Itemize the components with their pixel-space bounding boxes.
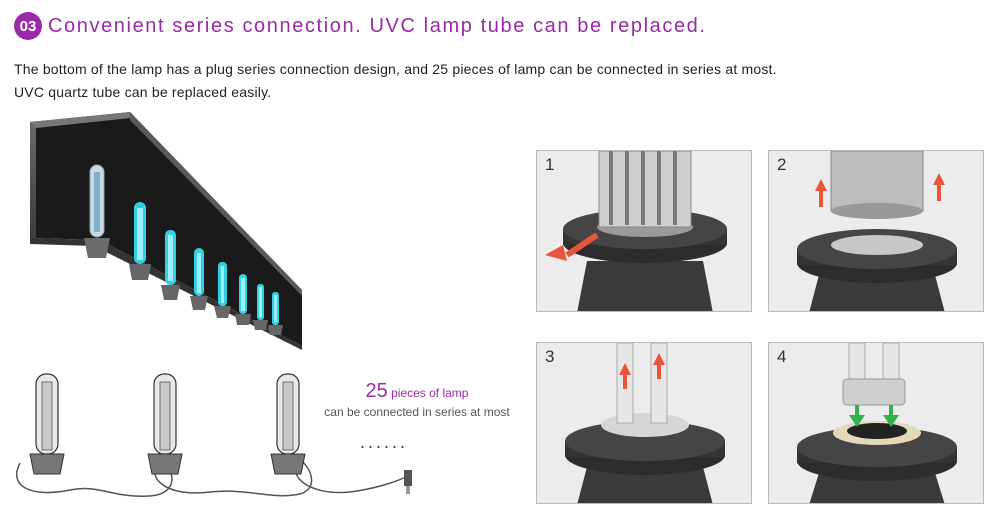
series-count-caption: can be connected in series at most (324, 405, 510, 419)
step-2-image (769, 151, 983, 311)
description-line-2: UVC quartz tube can be replaced easily. (14, 84, 272, 100)
lamp-8 (268, 292, 283, 335)
section-title: Convenient series connection. UVC lamp t… (48, 14, 707, 37)
lamp-3 (161, 230, 180, 300)
duct-rim (30, 112, 130, 128)
section-header: 03 Convenient series connection. UVC lam… (14, 12, 707, 40)
description-line-1: The bottom of the lamp has a plug series… (14, 61, 777, 77)
step-2-panel: 2 (768, 150, 984, 312)
arrow-up-icon (933, 173, 945, 185)
lamp-6 (235, 274, 251, 325)
step-4-number: 4 (777, 347, 787, 366)
chain-lamp-1 (29, 373, 65, 475)
step-3-number: 3 (545, 347, 555, 366)
section-number-badge: 03 (14, 12, 42, 40)
duct-top-edge (130, 112, 302, 296)
step-3-panel: 3 (536, 342, 752, 504)
arrow-up-icon (653, 353, 665, 365)
series-connection-illustration (16, 373, 412, 497)
duct-lamps-illustration (30, 112, 302, 350)
step-1-image (537, 151, 751, 311)
lamp-2 (129, 202, 151, 280)
lamp-7 (253, 284, 268, 330)
step-4-image (769, 343, 983, 503)
continuation-dots: ...... (360, 432, 409, 452)
chain-lamp-3 (270, 373, 306, 475)
arrow-down-icon (883, 415, 899, 427)
arrow-up-icon (619, 363, 631, 375)
step-2-number: 2 (777, 155, 787, 174)
lamp-1 (84, 164, 110, 258)
description: The bottom of the lamp has a plug series… (14, 58, 777, 104)
lamp-4 (190, 248, 208, 310)
duct-left-wall (30, 122, 36, 240)
series-count-number: 25 (365, 380, 388, 402)
chain-lamp-2 (147, 373, 183, 475)
step-3-image (537, 343, 751, 503)
arrow-up-icon (815, 179, 827, 191)
series-count-unit: pieces of lamp (387, 386, 469, 400)
step-4-panel: 4 (768, 342, 984, 504)
arrow-left-icon (565, 232, 599, 258)
lamp-5 (214, 262, 231, 318)
arrow-down-icon (849, 415, 865, 427)
plug-end (404, 470, 412, 494)
step-1-number: 1 (545, 155, 555, 174)
series-count-note: 25 pieces of lamp can be connected in se… (322, 380, 512, 419)
step-1-panel: 1 (536, 150, 752, 312)
